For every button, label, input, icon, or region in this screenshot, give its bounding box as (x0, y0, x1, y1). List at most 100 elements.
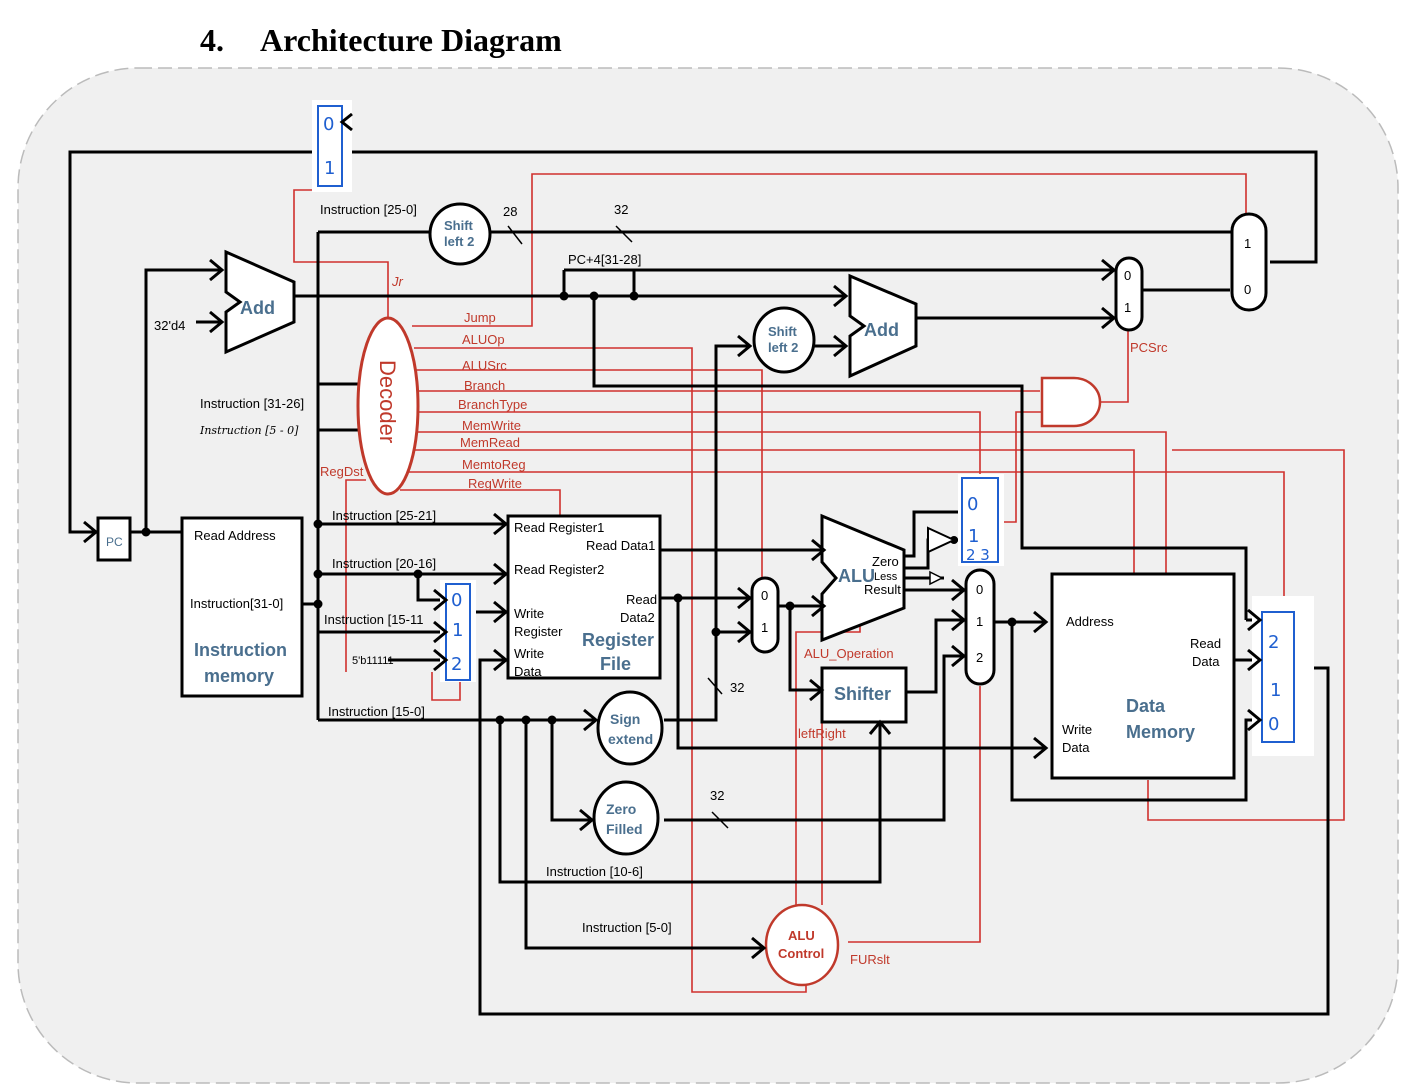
dmem-title-1: Data (1126, 696, 1166, 716)
alu-less: Less (874, 571, 898, 583)
signal-regdst: RegDst (320, 464, 364, 479)
signal-leftright: leftRight (798, 726, 846, 741)
dmem-address: Address (1066, 614, 1114, 629)
sign-extend-label-2: extend (608, 731, 653, 747)
label-instr-25-21: Instruction [25-21] (332, 508, 436, 523)
dmem-read-data-2: Data (1192, 654, 1220, 669)
shift-jump-label-2: left 2 (444, 234, 474, 249)
alusrc-mux-0: 0 (761, 588, 768, 603)
label-instr-25-0: Instruction [25-0] (320, 202, 417, 217)
label-instr-10-6: Instruction [10-6] (546, 864, 643, 879)
writeback-mux-1: 1 (1270, 680, 1281, 701)
shifter (820, 666, 908, 724)
jump-mux (1230, 212, 1268, 312)
label-instr-5-0-hw: Instruction [5 - 0] (199, 424, 299, 437)
rf-write-data-1: Write (514, 646, 544, 661)
control-wires (293, 173, 1345, 993)
regdst-mux-2: 2 (451, 654, 462, 675)
signal-alu-operation: ALU_Operation (804, 646, 894, 661)
const-four: 32'd4 (154, 318, 185, 333)
alu (820, 513, 906, 643)
sign-extend (596, 690, 664, 766)
rf-title-1: Register (582, 630, 654, 650)
shift-jump-label-1: Shift (444, 218, 474, 233)
signal-regwrite: RegWrite (468, 476, 522, 491)
branch-adder (848, 273, 918, 379)
pc-adder-label: Add (240, 298, 275, 318)
alu-control (764, 903, 840, 987)
decoder-label: Decoder (375, 360, 400, 443)
small-inverter-gate (929, 570, 944, 586)
alu-result: Result (864, 582, 901, 597)
signal-alusrc: ALUSrc (462, 358, 507, 373)
result-mux-2: 2 (976, 650, 983, 665)
shifter-label: Shifter (834, 684, 891, 704)
section-title: Architecture Diagram (260, 22, 562, 58)
pcsrc-mux-0: 0 (1124, 268, 1131, 283)
rf-title-2: File (600, 654, 631, 674)
writeback-mux-2: 2 (1268, 632, 1279, 653)
alusrc-mux-1: 1 (761, 620, 768, 635)
pcsrc-mux (1114, 256, 1144, 332)
jr-mux-1: 1 (324, 158, 335, 179)
imem-title-2: memory (204, 666, 274, 686)
rf-write-register-1: Write (514, 606, 544, 621)
signal-aluop: ALUOp (462, 332, 505, 347)
signal-jump: Jump (464, 310, 496, 325)
dmem-write-data-1: Write (1062, 722, 1092, 737)
datapath-wires (68, 150, 1330, 1016)
pc-label: PC (106, 535, 123, 549)
label-instr-15-11: Instruction [15-11 (324, 612, 423, 627)
jr-mux-0: 0 (323, 114, 334, 135)
diagram-panel (17, 67, 1399, 1084)
section-number: 4. (200, 22, 224, 58)
const-31-label: 5'b11111 (352, 655, 394, 667)
signal-memread: MemRead (460, 435, 520, 450)
label-instr-15-0: Instruction [15-0] (328, 704, 425, 719)
branch-type-mux (961, 477, 999, 563)
imem-title-1: Instruction (194, 640, 287, 660)
data-memory (1050, 572, 1236, 780)
branch-adder-label: Add (864, 320, 899, 340)
label-w32-top: 32 (614, 202, 628, 217)
rf-read-data1: Read Data1 (586, 538, 655, 553)
signal-furslt: FURslt (850, 952, 890, 967)
branch-and-gate (1040, 376, 1102, 428)
rf-write-register-2: Register (514, 624, 563, 639)
alu-label: ALU (838, 566, 875, 586)
jump-mux-0: 0 (1244, 282, 1251, 297)
branch-type-mux-23: 2 3 (966, 546, 990, 564)
shift-branch-label-1: Shift (768, 324, 798, 339)
branch-type-mux-0: 0 (967, 494, 978, 515)
signal-memwrite: MemWrite (462, 418, 521, 433)
writeback-mux (1261, 611, 1295, 743)
instruction-memory (180, 516, 304, 698)
result-mux-1: 1 (976, 614, 983, 629)
register-file (506, 514, 662, 680)
result-mux-0: 0 (976, 582, 983, 597)
zero-filled-label-1: Zero (606, 801, 636, 817)
bus-width-ticks (507, 225, 729, 829)
signal-memtoreg: MemtoReg (462, 457, 526, 472)
alu-control-label-2: Control (778, 946, 824, 961)
dmem-write-data-2: Data (1062, 740, 1090, 755)
label-w28: 28 (503, 204, 517, 219)
imem-read-address: Read Address (194, 528, 276, 543)
rf-read-data2-2: Data2 (620, 610, 655, 625)
shift-left-jump (428, 202, 492, 266)
sign-extend-label-1: Sign (610, 711, 640, 727)
rf-read-data2-1: Read (626, 592, 657, 607)
section-heading: 4. Architecture Diagram (200, 22, 562, 59)
regdst-mux-1: 1 (452, 620, 463, 641)
rf-read-register2: Read Register2 (514, 562, 604, 577)
writeback-mux-0: 0 (1268, 714, 1279, 735)
pc-adder (224, 249, 296, 355)
pcsrc-mux-1: 1 (1124, 300, 1131, 315)
zero-filled (592, 780, 660, 856)
rf-write-data-2: Data (514, 664, 542, 679)
dmem-read-data-1: Read (1190, 636, 1221, 651)
jr-mux (317, 105, 343, 187)
label-pc4: PC+4[31-28] (568, 252, 641, 267)
decoder (356, 316, 420, 496)
jump-mux-1: 1 (1244, 236, 1251, 251)
